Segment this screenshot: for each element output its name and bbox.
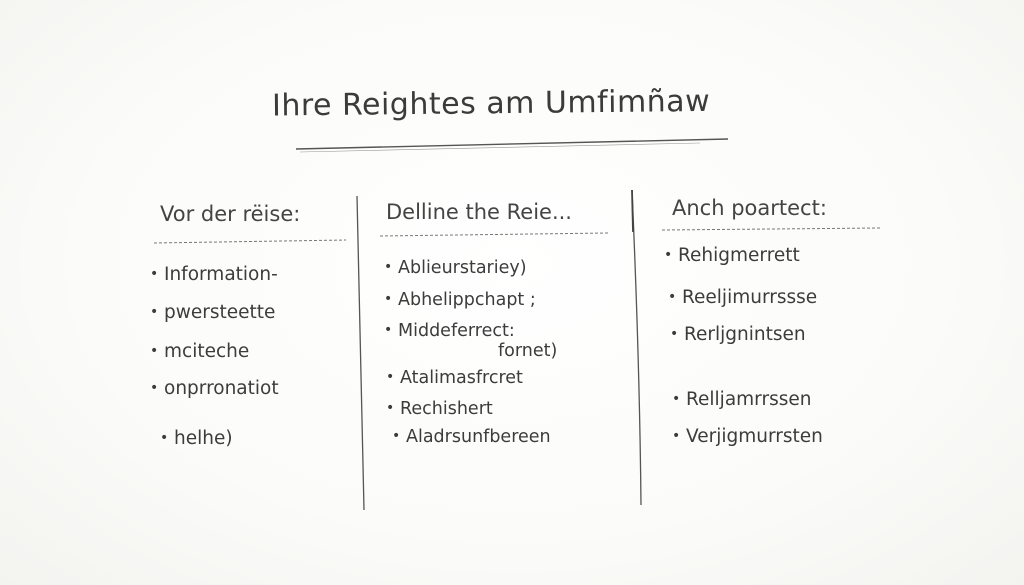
col1-heading-underline <box>153 239 347 244</box>
col2-heading-underline <box>379 232 609 237</box>
title-underline-faint <box>299 142 701 153</box>
list-item: •Information- <box>150 264 278 285</box>
list-item: •Atalimasfrcret <box>386 368 523 388</box>
list-item: •Rehigmerrett <box>664 245 800 266</box>
list-item: •mciteche <box>150 341 250 362</box>
list-item: •helhe) <box>160 428 233 449</box>
list-item: •Middeferrect: <box>384 321 515 341</box>
column-heading: Vor der rëise: <box>160 202 301 226</box>
list-item: •Ablieurstariey) <box>384 258 527 278</box>
divider-left <box>356 195 365 511</box>
divider-right <box>631 189 642 506</box>
list-item: •Rerljgnintsen <box>670 324 806 345</box>
list-item: •Relljamrrssen <box>672 389 812 410</box>
col3-heading-underline <box>661 227 881 231</box>
list-item: •Reeljimurrssse <box>668 287 818 308</box>
title-underline <box>295 138 729 150</box>
list-item: •Rechishert <box>386 399 493 419</box>
list-item-continuation: fornet) <box>498 341 558 361</box>
column-heading: Anch poartect: <box>672 196 827 220</box>
list-item: •Verjigmurrsten <box>672 426 823 447</box>
page-title: Ihre Reightes am Umfimñaw <box>271 83 711 124</box>
list-item: •Abhelippchapt ; <box>384 290 536 310</box>
list-item: •onprronatiot <box>150 378 279 399</box>
divider-right-tick <box>631 189 634 233</box>
list-item: •pwersteette <box>150 302 276 323</box>
column-heading: Delline the Reie... <box>386 200 572 224</box>
list-item: •Aladrsunfbereen <box>392 427 551 447</box>
